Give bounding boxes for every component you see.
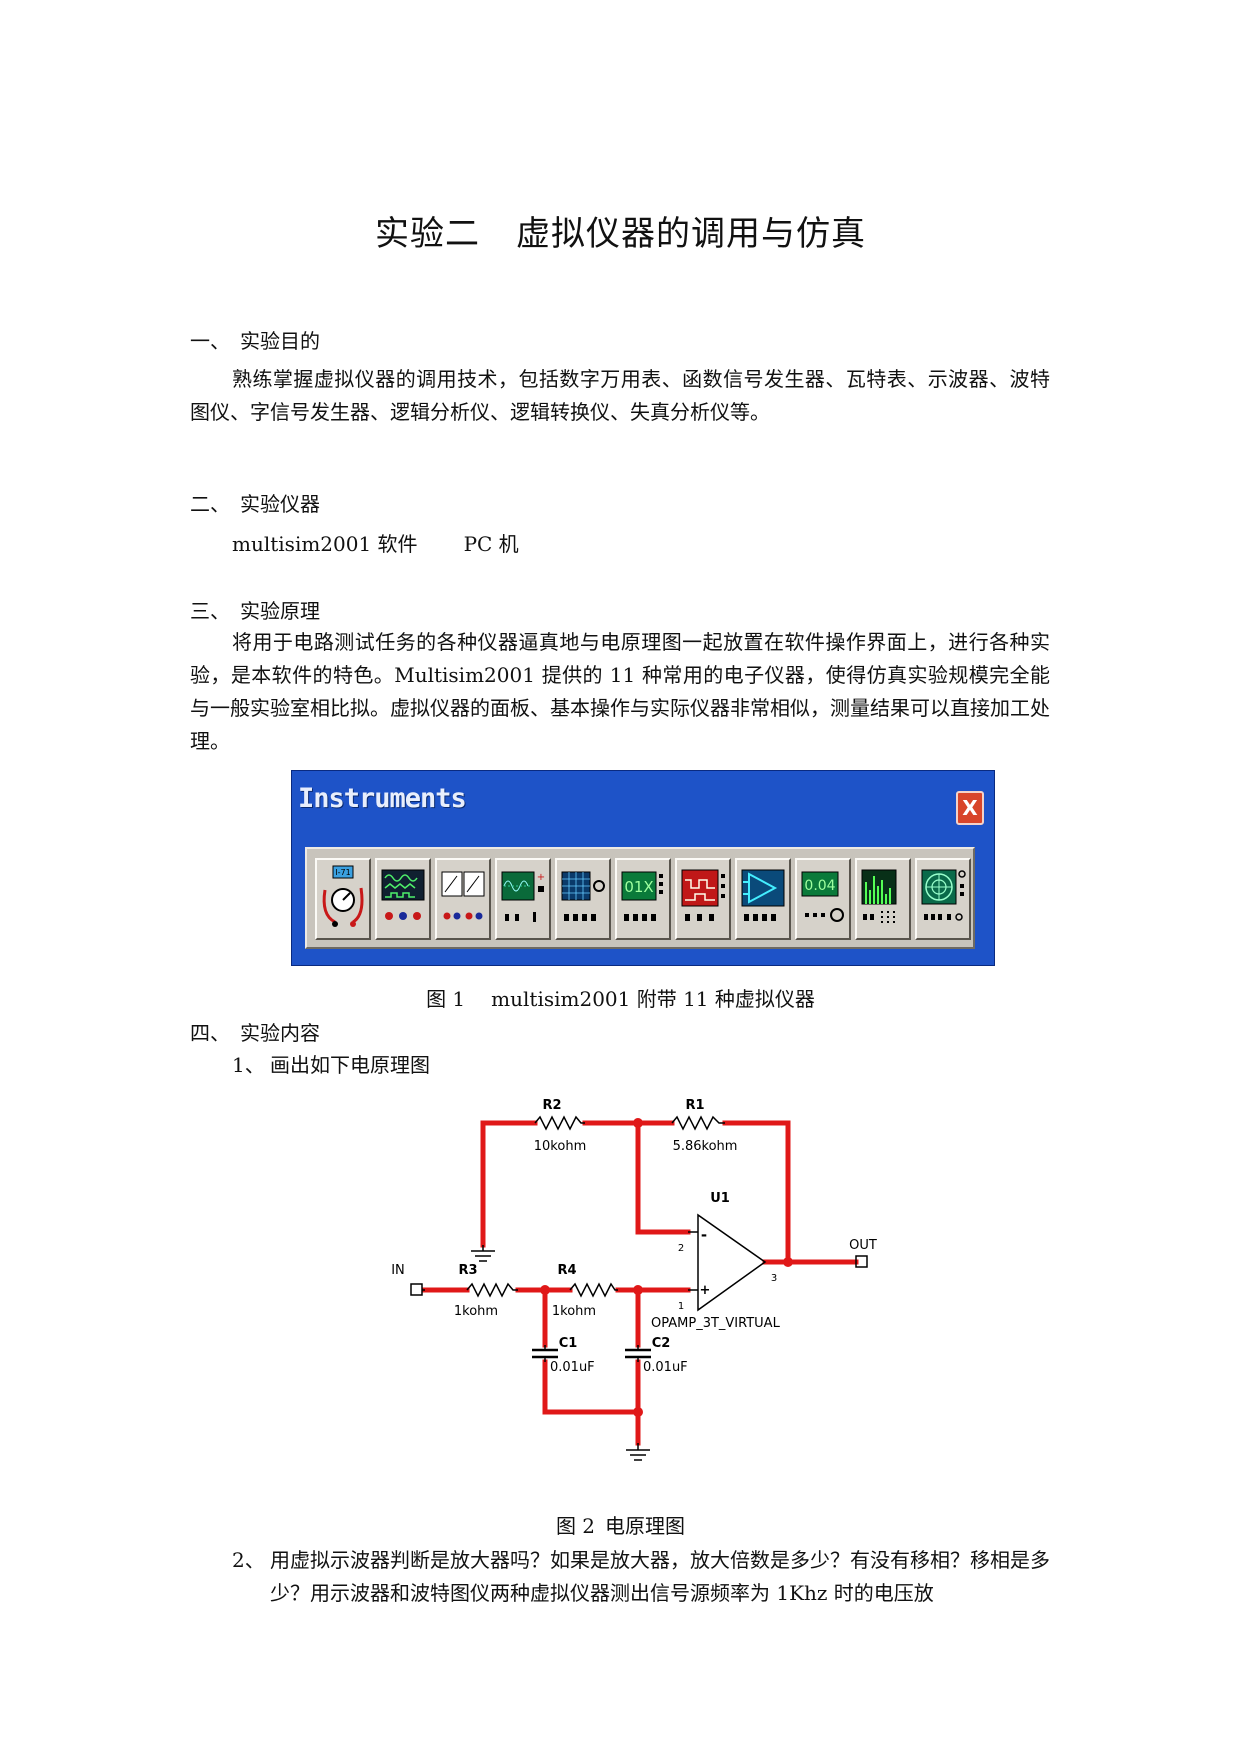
objective-paragraph: 熟练掌握虚拟仪器的调用技术，包括数字万用表、函数信号发生器、瓦特表、示波器、波特… (190, 367, 1050, 424)
schematic-junctions (540, 1118, 793, 1417)
instrument-button-multimeter[interactable]: I-71 (315, 858, 371, 940)
svg-text:01X: 01X (624, 878, 653, 896)
u1-pin2: 2 (678, 1243, 684, 1254)
instruments-window: Instruments X I-71 (291, 770, 995, 966)
r4-label: R4 (557, 1263, 576, 1278)
equipment-line: multisim2001 软件 PC 机 (232, 528, 519, 561)
instruments-window-title: Instruments (298, 783, 467, 814)
instrument-button-spectrum-analyzer[interactable] (855, 858, 911, 940)
bode-plotter-icon (561, 871, 605, 921)
instrument-button-distortion-analyzer[interactable]: 0.04 (795, 858, 851, 940)
r2-value: 10kohm (534, 1139, 586, 1154)
logic-analyzer-icon (681, 869, 725, 921)
network-analyzer-icon (921, 869, 966, 921)
content-item-2: 2、 用虚拟示波器判断是放大器吗？如果是放大器，放大倍数是多少？有没有移相？移相… (232, 1548, 1050, 1605)
instrument-button-function-generator[interactable] (375, 858, 431, 940)
u1-minus: - (701, 1226, 707, 1244)
multimeter-icon: I-71 (322, 865, 364, 927)
u1-pin3: 3 (771, 1273, 777, 1284)
c2-value: 0.01uF (643, 1360, 688, 1375)
svg-text:+: + (537, 872, 545, 883)
out-port[interactable] (855, 1255, 868, 1268)
capacitor-c1 (532, 1345, 558, 1362)
instrument-button-logic-analyzer[interactable] (675, 858, 731, 940)
u1-label: U1 (710, 1191, 730, 1206)
principle-paragraph: 将用于电路测试任务的各种仪器逼真地与电原理图一起放置在软件操作界面上，进行各种实… (190, 630, 1050, 753)
logic-converter-icon (741, 869, 785, 921)
capacitor-c2 (625, 1345, 651, 1362)
function-generator-icon (381, 869, 425, 920)
section-heading-principle: 三、实验原理 (190, 599, 320, 623)
r1-label: R1 (685, 1098, 704, 1113)
instrument-button-network-analyzer[interactable] (915, 858, 971, 940)
r3-value: 1kohm (454, 1304, 498, 1319)
equipment-pc: PC 机 (463, 532, 519, 556)
instrument-button-word-generator[interactable]: 01X (615, 858, 671, 940)
instrument-button-oscilloscope[interactable]: + (495, 858, 551, 940)
c1-label: C1 (559, 1336, 578, 1351)
instrument-button-bode-plotter[interactable] (555, 858, 611, 940)
svg-text:I-71: I-71 (335, 868, 350, 877)
r2-label: R2 (542, 1098, 561, 1113)
u1-plus: + (700, 1283, 711, 1298)
u1-pin1: 1 (678, 1301, 684, 1312)
resistor-r1 (671, 1115, 725, 1131)
in-label: IN (391, 1263, 405, 1278)
close-button[interactable]: X (956, 791, 984, 825)
equipment-software: multisim2001 软件 (232, 532, 418, 556)
distortion-analyzer-icon: 0.04 (801, 871, 844, 922)
ground-icon-left (471, 1245, 495, 1262)
opamp-u1 (697, 1213, 767, 1312)
schematic-wires (422, 1120, 859, 1446)
ground-icon-bottom (626, 1443, 650, 1461)
page-title: 实验二虚拟仪器的调用与仿真 (375, 214, 866, 254)
r4-value: 1kohm (552, 1304, 596, 1319)
u1-model: OPAMP_3T_VIRTUAL (651, 1316, 781, 1331)
instrument-button-wattmeter[interactable] (435, 858, 491, 940)
resistor-r4 (569, 1282, 618, 1298)
content-item-1: 1、画出如下电原理图 (232, 1053, 430, 1077)
instrument-button-logic-converter[interactable] (735, 858, 791, 940)
instruments-tray: I-71 (305, 847, 975, 949)
resistor-r2 (534, 1115, 585, 1131)
oscilloscope-icon: + (501, 871, 545, 922)
in-port[interactable] (410, 1283, 423, 1296)
c1-value: 0.01uF (550, 1360, 595, 1375)
section-heading-content: 四、实验内容 (190, 1021, 320, 1045)
r1-value: 5.86kohm (673, 1139, 738, 1154)
spectrum-analyzer-icon (861, 869, 897, 923)
section-heading-equipment: 二、实验仪器 (190, 492, 320, 516)
section-heading-objective: 一、实验目的 (190, 329, 320, 353)
c2-label: C2 (652, 1336, 671, 1351)
wattmeter-icon (441, 871, 485, 920)
out-label: OUT (849, 1238, 877, 1253)
svg-text:0.04: 0.04 (804, 878, 835, 894)
close-icon: X (962, 796, 978, 820)
resistor-r3 (466, 1282, 518, 1298)
r3-label: R3 (458, 1263, 477, 1278)
circuit-schematic: R2 10kohm R1 5.86kohm U1 - + 2 1 3 OPAMP… (391, 1098, 877, 1461)
word-generator-icon: 01X (621, 871, 663, 921)
